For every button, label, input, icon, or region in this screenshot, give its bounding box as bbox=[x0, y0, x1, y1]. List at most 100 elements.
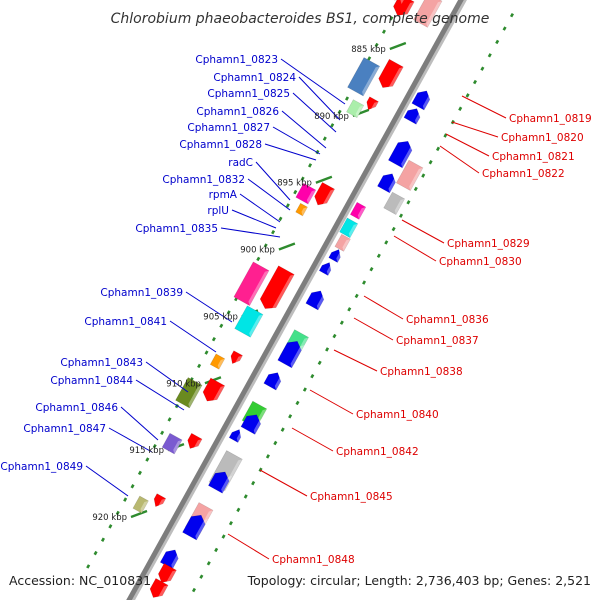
gene-reverse-body bbox=[295, 202, 308, 217]
tick-dot-right bbox=[472, 79, 478, 85]
gene-reverse bbox=[295, 182, 317, 205]
gene-forward-body bbox=[277, 340, 302, 369]
gene-forward bbox=[228, 429, 244, 443]
tick-dot-left bbox=[219, 323, 224, 329]
tick-dot-left bbox=[226, 310, 231, 315]
tick-dot-right bbox=[243, 494, 248, 499]
tick-dot-right bbox=[413, 186, 418, 192]
tick-dot-left bbox=[293, 189, 298, 195]
gene-label-forward: rpmA bbox=[209, 189, 238, 201]
gene-reverse bbox=[259, 265, 295, 313]
gene-reverse-body bbox=[366, 96, 379, 111]
gene-label-reverse: Cphamn1_0838 bbox=[380, 366, 463, 378]
gene-reverse bbox=[378, 58, 404, 92]
gene-label-forward: Cphamn1_0825 bbox=[207, 88, 290, 100]
gene-forward-body bbox=[387, 140, 413, 169]
gene-label-forward: Cphamn1_0843 bbox=[60, 357, 143, 369]
gene-label-forward: Cphamn1_0835 bbox=[135, 223, 218, 235]
tick-dot-left bbox=[167, 417, 172, 422]
gene-forward-shade bbox=[415, 112, 423, 125]
gene-forward-body bbox=[349, 201, 367, 220]
leader-forward bbox=[264, 143, 317, 161]
gene-forward-body bbox=[318, 262, 332, 276]
gene-label-forward: Cphamn1_0849 bbox=[0, 461, 83, 473]
gene-reverse-body bbox=[132, 495, 149, 514]
leader-reverse bbox=[393, 235, 437, 262]
tick-dot-right bbox=[399, 213, 404, 218]
gene-reverse-shade bbox=[362, 66, 380, 96]
gene-forward-shade bbox=[158, 585, 169, 600]
gene-reverse-shade bbox=[217, 358, 225, 370]
gene-forward-shade bbox=[290, 345, 305, 368]
leader-reverse bbox=[363, 295, 404, 320]
gene-label-forward: Cphamn1_0841 bbox=[84, 316, 167, 328]
tick-dot-left bbox=[152, 443, 157, 449]
gene-forward-shade bbox=[422, 94, 433, 111]
leader-forward bbox=[85, 465, 129, 497]
gene-reverse-body bbox=[295, 182, 317, 205]
tick-dot-right bbox=[487, 53, 492, 58]
kbp-label: 900 kbp bbox=[240, 246, 275, 256]
gene-label-forward: Cphamn1_0846 bbox=[35, 402, 118, 414]
gene-feature-layer bbox=[132, 0, 443, 600]
leader-forward bbox=[298, 76, 341, 121]
gene-reverse-shade bbox=[388, 67, 404, 92]
tick-dot-left bbox=[345, 96, 350, 101]
kbp-label: 885 kbp bbox=[351, 45, 386, 55]
gene-forward-shade bbox=[171, 553, 182, 570]
gene-forward-shade bbox=[357, 207, 366, 220]
leader-forward bbox=[169, 320, 217, 353]
tick-dot-right bbox=[384, 240, 389, 245]
gene-forward bbox=[182, 514, 209, 541]
leader-reverse bbox=[401, 219, 445, 244]
leader-reverse bbox=[445, 133, 490, 157]
gene-label-reverse: Cphamn1_0848 bbox=[272, 554, 355, 566]
tick-dot-right bbox=[206, 561, 211, 566]
leader-forward bbox=[120, 406, 159, 441]
gene-forward bbox=[395, 159, 424, 192]
gene-forward-body bbox=[395, 159, 424, 192]
tick-dot-left bbox=[330, 123, 335, 128]
gene-reverse-body bbox=[202, 377, 226, 402]
gene-reverse-shade bbox=[249, 314, 264, 338]
gene-forward bbox=[349, 201, 367, 220]
genome-backbone bbox=[126, 0, 464, 600]
gene-reverse-body bbox=[346, 99, 365, 119]
gene-label-forward: Cphamn1_0844 bbox=[50, 375, 133, 387]
tick-dot-right bbox=[480, 66, 485, 71]
tick-dot-left bbox=[308, 163, 313, 168]
leader-forward bbox=[247, 178, 291, 211]
gene-label-forward: rplU bbox=[207, 205, 229, 217]
tick-dot-right bbox=[495, 39, 500, 45]
gene-reverse-body bbox=[153, 493, 167, 508]
gene-label-forward: radC bbox=[228, 157, 253, 169]
tick-dot-right bbox=[310, 373, 315, 379]
kbp-tick bbox=[315, 175, 333, 184]
tick-dot-right bbox=[421, 173, 426, 178]
gene-forward-shade bbox=[274, 376, 284, 391]
gene-reverse-shade bbox=[371, 101, 379, 113]
gene-reverse-shade bbox=[403, 1, 415, 20]
leader-reverse bbox=[333, 349, 378, 372]
gene-reverse bbox=[230, 350, 243, 367]
tick-dot-left bbox=[278, 216, 283, 222]
gene-reverse-shade bbox=[426, 1, 443, 28]
gene-reverse-shade bbox=[212, 385, 225, 405]
leader-forward bbox=[255, 161, 291, 201]
kbp-label: 920 kbp bbox=[92, 513, 127, 523]
gene-reverse-body bbox=[393, 0, 415, 16]
tick-dot-left bbox=[123, 497, 128, 502]
gene-reverse bbox=[366, 96, 379, 113]
gene-forward-shade bbox=[195, 519, 209, 541]
gene-reverse-body bbox=[175, 377, 203, 409]
gene-reverse-body bbox=[259, 265, 295, 309]
gene-reverse-body bbox=[347, 57, 381, 97]
gene-reverse-shade bbox=[194, 439, 203, 452]
gene-reverse bbox=[175, 377, 203, 409]
tick-dot-right bbox=[502, 26, 507, 31]
gene-label-reverse: Cphamn1_0840 bbox=[356, 409, 439, 421]
tick-dot-right bbox=[339, 320, 344, 325]
gene-reverse-shade bbox=[158, 498, 166, 510]
genome-title: Chlorobium phaeobacteroides BS1, complet… bbox=[111, 11, 490, 27]
kbp-tick bbox=[130, 509, 148, 519]
